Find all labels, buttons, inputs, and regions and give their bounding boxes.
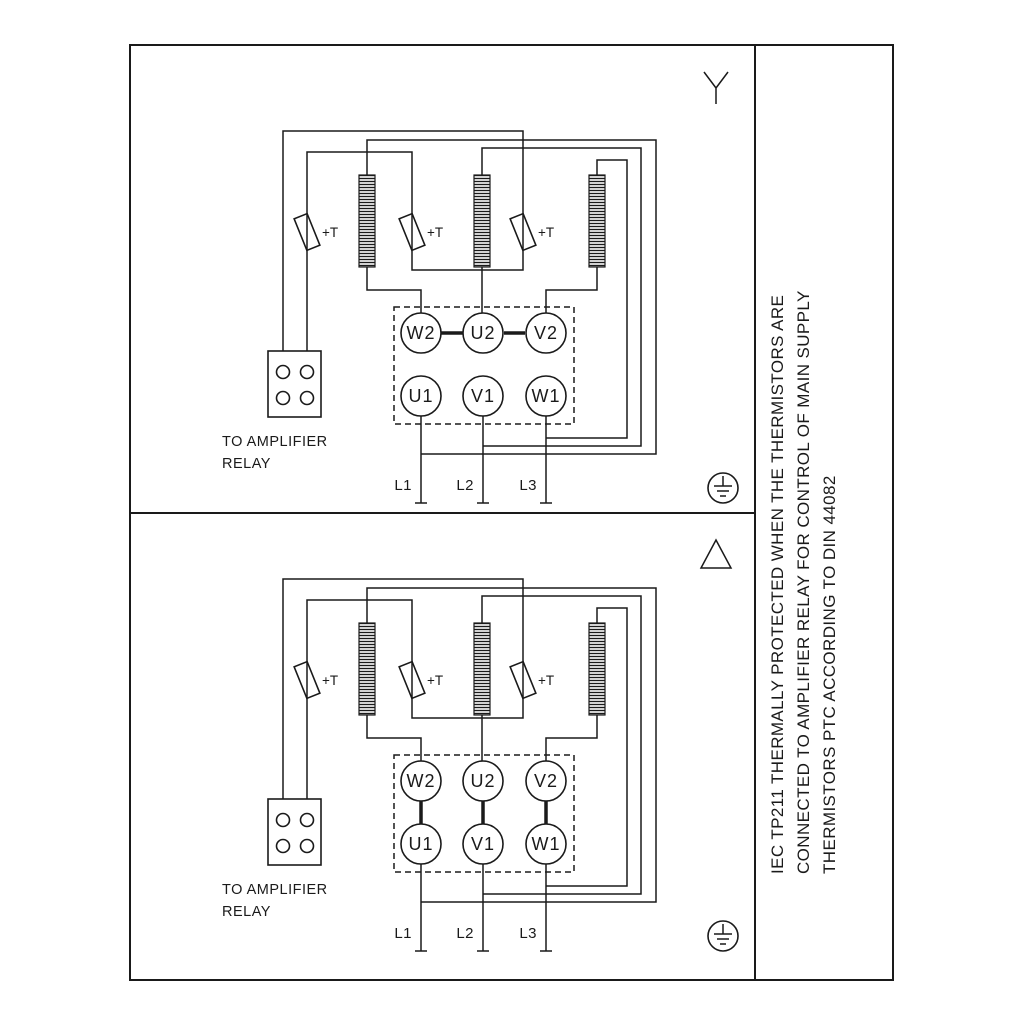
relay-pin [275,812,291,828]
terminal-u2: U2 [462,312,504,354]
thermistor-label: +T [322,225,338,240]
wire [366,715,422,761]
terminal-label: W1 [532,834,561,854]
motor-winding-2 [473,174,491,268]
motor-winding-2 [473,622,491,716]
star-connection-icon [703,71,729,104]
ground-icon [707,920,739,952]
terminal-w1: W1 [525,375,567,417]
star-icon-strokes [703,71,729,104]
terminal-u2: U2 [462,760,504,802]
relay-pin [275,390,291,406]
terminal-label: W2 [407,771,436,791]
terminal-v2: V2 [525,760,567,802]
motor-winding-3 [588,622,606,716]
supply-line-l1 [415,864,427,952]
terminal-circle [400,375,442,417]
wire [366,139,657,455]
ground-circle [707,472,739,504]
terminal-circle [525,375,567,417]
supply-label-l2: L2 [456,925,474,942]
side-note-line1: IEC TP211 THERMALLY PROTECTED WHEN THE T… [768,295,787,874]
terminal-w2: W2 [400,312,442,354]
terminal-block-outline [393,754,575,873]
supply-line-l2 [477,864,489,952]
supply-label-l1: L1 [394,925,412,942]
thermistor-chain-wire [282,578,524,799]
wire [481,595,642,895]
supply-line-l3 [540,864,552,952]
relay-pin [299,838,315,854]
terminal-label: V2 [534,771,558,791]
delta-icon-triangle [699,538,733,569]
wire [546,159,628,439]
side-note-line2: CONNECTED TO AMPLIFIER RELAY FOR CONTROL… [794,290,813,874]
terminal-v1: V1 [462,375,504,417]
side-note-line3: THERMISTORS PTC ACCORDING TO DIN 44082 [820,475,839,874]
side-note: IEC TP211 THERMALLY PROTECTED WHEN THE T… [768,290,839,874]
wire [545,715,598,761]
relay-connector-body [267,798,322,866]
terminal-label: U1 [408,386,433,406]
relay-caption-line2: RELAY [222,456,271,472]
supply-label-l1: L1 [394,477,412,494]
motor-winding-3 [588,174,606,268]
relay-pin [299,812,315,828]
ground-circle [707,920,739,952]
amplifier-relay-connector [267,350,322,418]
relay-caption-line2: RELAY [222,904,271,920]
delta-connection-icon [699,538,733,569]
terminal-label: U2 [470,771,495,791]
terminal-circle [462,375,504,417]
panel-delta: +T +T +T W2 U2 V2 U1 [222,538,739,952]
thermistor-label: +T [427,673,443,688]
motor-winding-1 [358,622,376,716]
thermistor-label: +T [322,673,338,688]
wire [545,267,598,313]
wire [366,587,657,903]
terminal-w1: W1 [525,823,567,865]
relay-caption-line1: TO AMPLIFIER [222,882,328,898]
terminal-v1: V1 [462,823,504,865]
panel-star: +T +T +T W2 U2 V2 [222,71,739,504]
terminal-u1: U1 [400,823,442,865]
supply-label-l2: L2 [456,477,474,494]
wire [546,607,628,887]
terminal-label: U2 [470,323,495,343]
terminal-v2: V2 [525,312,567,354]
delta-bridge-links [419,801,548,824]
terminal-label: V2 [534,323,558,343]
wire [481,147,642,447]
relay-pin [299,364,315,380]
relay-pin [299,390,315,406]
amplifier-relay-connector [267,798,322,866]
supply-label-l3: L3 [519,477,537,494]
relay-caption-line1: TO AMPLIFIER [222,434,328,450]
thermistor-label: +T [538,673,554,688]
terminal-label: W2 [407,323,436,343]
thermistor-chain-wire [282,130,524,351]
thermistor-label: +T [538,225,554,240]
ground-icon [707,472,739,504]
relay-pin [275,364,291,380]
motor-winding-1 [358,174,376,268]
relay-connector-body [267,350,322,418]
terminal-u1: U1 [400,375,442,417]
terminal-circle [525,312,567,354]
wire [366,267,422,313]
supply-line-l2 [477,416,489,504]
terminal-label: V1 [471,386,495,406]
relay-pin [275,838,291,854]
thermistor-label: +T [427,225,443,240]
terminal-label: W1 [532,386,561,406]
terminal-label: U1 [408,834,433,854]
supply-line-l3 [540,416,552,504]
supply-line-l1 [415,416,427,504]
terminal-block-outline [393,306,575,425]
ground-strokes [714,476,732,497]
ground-strokes [714,924,732,945]
terminal-label: V1 [471,834,495,854]
supply-label-l3: L3 [519,925,537,942]
terminal-w2: W2 [400,760,442,802]
